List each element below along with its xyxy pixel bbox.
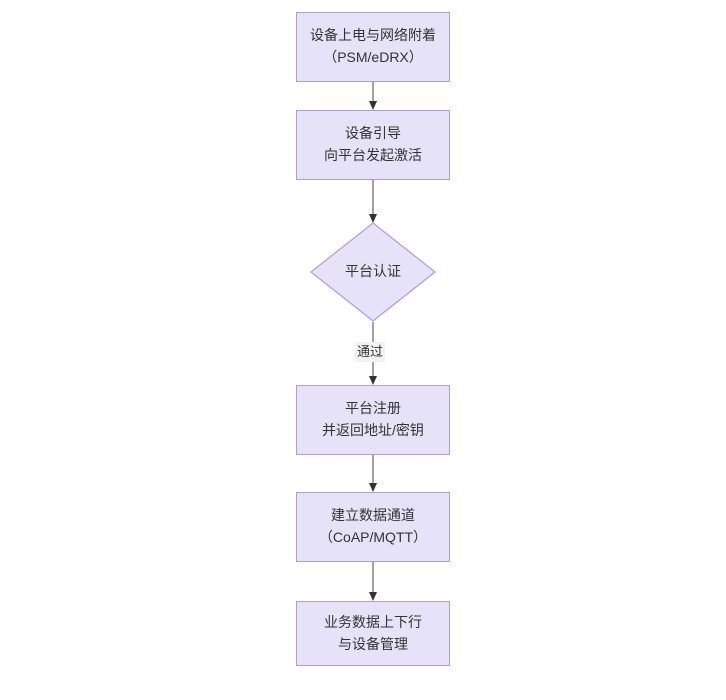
flow-edge-n2-n3 [363,180,383,223]
flow-node-label-line1: 平台注册 [345,400,401,417]
flow-node-label-line1: 业务数据上下行 [324,613,422,630]
flow-node-label-line1: 平台认证 [345,263,401,280]
flow-node-device-power-on[interactable]: 设备上电与网络附着 （PSM/eDRX） [296,12,450,82]
flow-node-label-line2: （PSM/eDRX） [323,49,423,65]
flow-node-platform-auth[interactable]: 平台认证 [310,222,436,322]
flow-node-label-line2: 向平台发起激活 [324,147,422,163]
flow-node-data-channel[interactable]: 建立数据通道 （CoAP/MQTT） [296,492,450,562]
flow-node-label-line1: 设备引导 [345,125,401,142]
flow-edge-n5-n6 [363,562,383,601]
diamond-shape [310,222,436,322]
flow-edge-n1-n2 [363,82,383,110]
flow-node-label-line1: 建立数据通道 [331,507,415,524]
flow-node-business-data[interactable]: 业务数据上下行 与设备管理 [296,601,450,666]
flow-node-label-line2: 与设备管理 [338,635,408,652]
flow-node-label-line2: 并返回地址/密钥 [322,422,424,438]
flow-node-label-line1: 设备上电与网络附着 [310,27,436,44]
flow-node-platform-register[interactable]: 平台注册 并返回地址/密钥 [296,385,450,455]
flow-node-device-bootstrap[interactable]: 设备引导 向平台发起激活 [296,110,450,180]
flow-node-label-line2: （CoAP/MQTT） [318,529,428,545]
flow-edge-n4-n5 [363,455,383,492]
flow-edge-label-pass: 通过 [355,342,386,363]
